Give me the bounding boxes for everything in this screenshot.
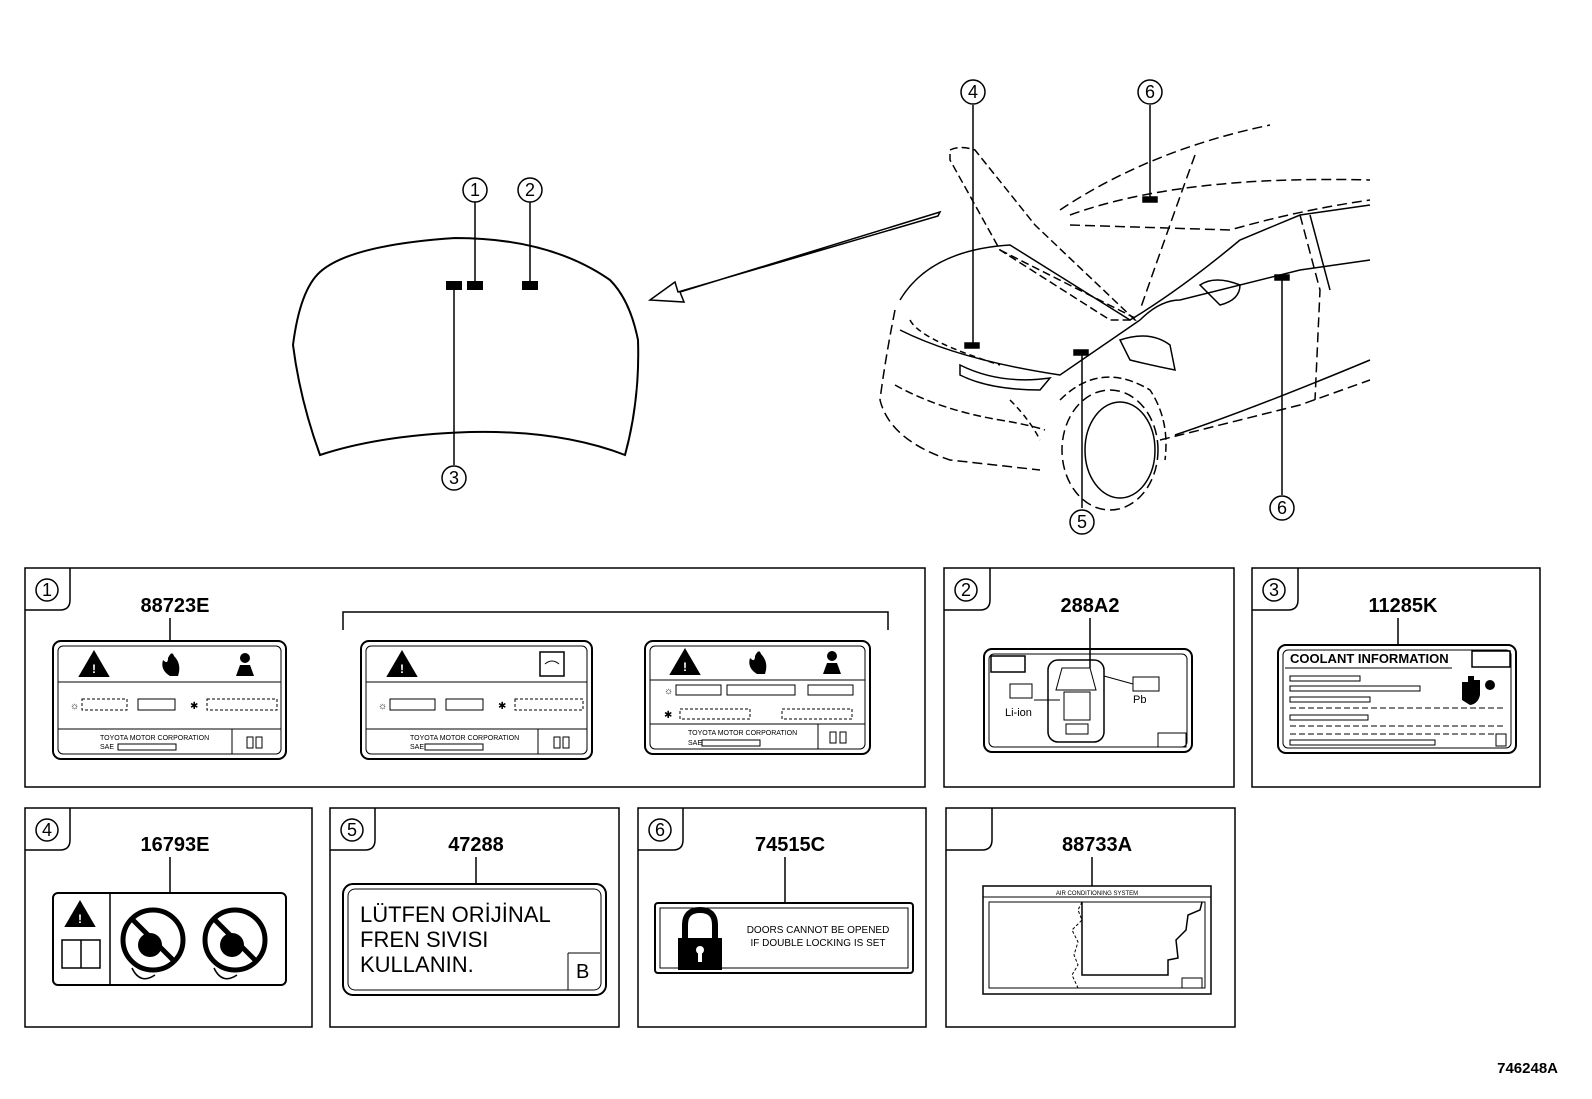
- svg-text:KULLANIN.: KULLANIN.: [360, 952, 474, 977]
- battery-icon: [1132, 676, 1160, 692]
- svg-text:!: !: [683, 660, 687, 674]
- stop-hand-icon: [1462, 676, 1480, 705]
- svg-text:☼: ☼: [664, 686, 673, 697]
- callout-5-car: 5: [1069, 509, 1095, 535]
- svg-text:6: 6: [1145, 82, 1155, 102]
- manual-icon: [990, 655, 1026, 673]
- panel-5: 5 47288 LÜTFEN ORİJİNAL FREN SIVISI KULL…: [329, 807, 620, 1028]
- panel-6: 6 74515C DOORS CANNOT BE OPENED IF DOUBL…: [637, 807, 927, 1028]
- label-88723E-c: ! ☼ ✱ TOYOTA MOTOR CORPORATION SAE: [644, 640, 871, 755]
- no-pacemaker-icon: [120, 907, 186, 980]
- svg-text:4: 4: [42, 820, 52, 840]
- manual-icon: [539, 651, 565, 677]
- part-number-16793E: 16793E: [141, 834, 210, 856]
- callout-4-car: 4: [960, 79, 986, 105]
- svg-text:TOYOTA MOTOR CORPORATION: TOYOTA MOTOR CORPORATION: [688, 730, 797, 737]
- part-number-288A2: 288A2: [1061, 595, 1120, 617]
- svg-text:FREN SIVISI: FREN SIVISI: [360, 927, 488, 952]
- label-47288: LÜTFEN ORİJİNAL FREN SIVISI KULLANIN. B: [342, 883, 607, 996]
- person-icon: [827, 651, 837, 661]
- flame-icon: [749, 651, 767, 674]
- svg-text:6: 6: [655, 820, 665, 840]
- warning-icon: [386, 650, 418, 677]
- svg-text:Pb: Pb: [1133, 694, 1146, 706]
- svg-text:6: 6: [1277, 498, 1287, 518]
- svg-text:SAE: SAE: [688, 740, 702, 747]
- part-number-11285K: 11285K: [1369, 595, 1439, 617]
- svg-text:IF DOUBLE LOCKING IS SET: IF DOUBLE LOCKING IS SET: [750, 938, 885, 949]
- label-288A2: Li-ion Pb: [983, 648, 1193, 753]
- hood-drawing: [291, 202, 640, 465]
- person-icon: [240, 653, 250, 663]
- svg-text:3: 3: [449, 468, 459, 488]
- callout-6-car-bottom: 6: [1269, 495, 1295, 521]
- svg-text:!: !: [78, 912, 82, 926]
- part-number-88733A: 88733A: [1062, 834, 1132, 856]
- part-number-74515C: 74515C: [755, 834, 825, 856]
- svg-text:LÜTFEN ORİJİNAL: LÜTFEN ORİJİNAL: [360, 902, 551, 927]
- diagram-id: 746248A: [1497, 1060, 1558, 1077]
- svg-text:✱: ✱: [498, 701, 506, 712]
- panel-7: 88733A AIR CONDITIONING SYSTEM: [945, 807, 1236, 1028]
- svg-text:!: !: [92, 662, 96, 676]
- callout-2-hood: 2: [517, 177, 543, 203]
- part-number-88723E: 88723E: [141, 595, 210, 617]
- svg-text:TOYOTA MOTOR CORPORATION: TOYOTA MOTOR CORPORATION: [410, 735, 519, 742]
- panel-3: 3 11285K COOLANT INFORMATION: [1251, 567, 1541, 788]
- panel-4: 4 16793E !: [24, 807, 313, 1028]
- warning-icon: [78, 650, 110, 677]
- callout-1-hood: 1: [462, 177, 488, 203]
- warning-icon: [64, 900, 96, 927]
- flame-icon: [162, 653, 180, 676]
- svg-text:SAE: SAE: [100, 744, 114, 751]
- callout-3-hood: 3: [441, 465, 467, 491]
- svg-text:DOORS CANNOT BE OPENED: DOORS CANNOT BE OPENED: [747, 925, 890, 936]
- svg-text:5: 5: [1077, 512, 1087, 532]
- callout-6-car-top: 6: [1137, 79, 1163, 105]
- svg-text:2: 2: [525, 180, 535, 200]
- label-88723E-a: ! ☼ ✱ TOYOTA MOTOR CORPORATION SAE: [52, 640, 287, 760]
- label-88733A: AIR CONDITIONING SYSTEM: [982, 885, 1212, 995]
- panel-2: 2 288A2 Li-ion Pb: [943, 567, 1235, 788]
- label-16793E: !: [52, 892, 287, 986]
- svg-text:Li-ion: Li-ion: [1005, 707, 1032, 719]
- battery-icon: [1009, 683, 1033, 699]
- part-number-47288: 47288: [448, 834, 504, 856]
- svg-text:☼: ☼: [378, 701, 387, 712]
- svg-text:AIR CONDITIONING SYSTEM: AIR CONDITIONING SYSTEM: [1056, 891, 1138, 897]
- svg-text:COOLANT INFORMATION: COOLANT INFORMATION: [1290, 651, 1449, 666]
- svg-text:✱: ✱: [664, 710, 672, 721]
- car-drawing: [879, 105, 1371, 511]
- arrow-icon: [647, 210, 942, 303]
- svg-text:3: 3: [1269, 580, 1279, 600]
- svg-text:2: 2: [961, 580, 971, 600]
- svg-text:✱: ✱: [190, 701, 198, 712]
- svg-text:1: 1: [470, 180, 480, 200]
- svg-text:5: 5: [347, 820, 357, 840]
- label-11285K: COOLANT INFORMATION: [1277, 644, 1517, 754]
- lock-icon: [678, 906, 722, 970]
- svg-text:TOYOTA MOTOR CORPORATION: TOYOTA MOTOR CORPORATION: [100, 735, 209, 742]
- svg-text:4: 4: [968, 82, 978, 102]
- svg-text:SAE: SAE: [410, 744, 424, 751]
- manual-icon: [1471, 650, 1511, 668]
- warning-icon: [669, 648, 701, 675]
- no-pacemaker-icon: [202, 907, 268, 980]
- svg-text:1: 1: [42, 580, 52, 600]
- label-88723E-b: ! ☼ ✱ TOYOTA MOTOR CORPORATION SAE: [360, 640, 593, 760]
- panel-1: 1 88723E ! ☼ ✱ TOY: [24, 567, 926, 788]
- svg-text:☼: ☼: [70, 701, 79, 712]
- svg-text:!: !: [400, 662, 404, 676]
- label-74515C: DOORS CANNOT BE OPENED IF DOUBLE LOCKING…: [654, 902, 914, 974]
- svg-text:B: B: [576, 961, 589, 983]
